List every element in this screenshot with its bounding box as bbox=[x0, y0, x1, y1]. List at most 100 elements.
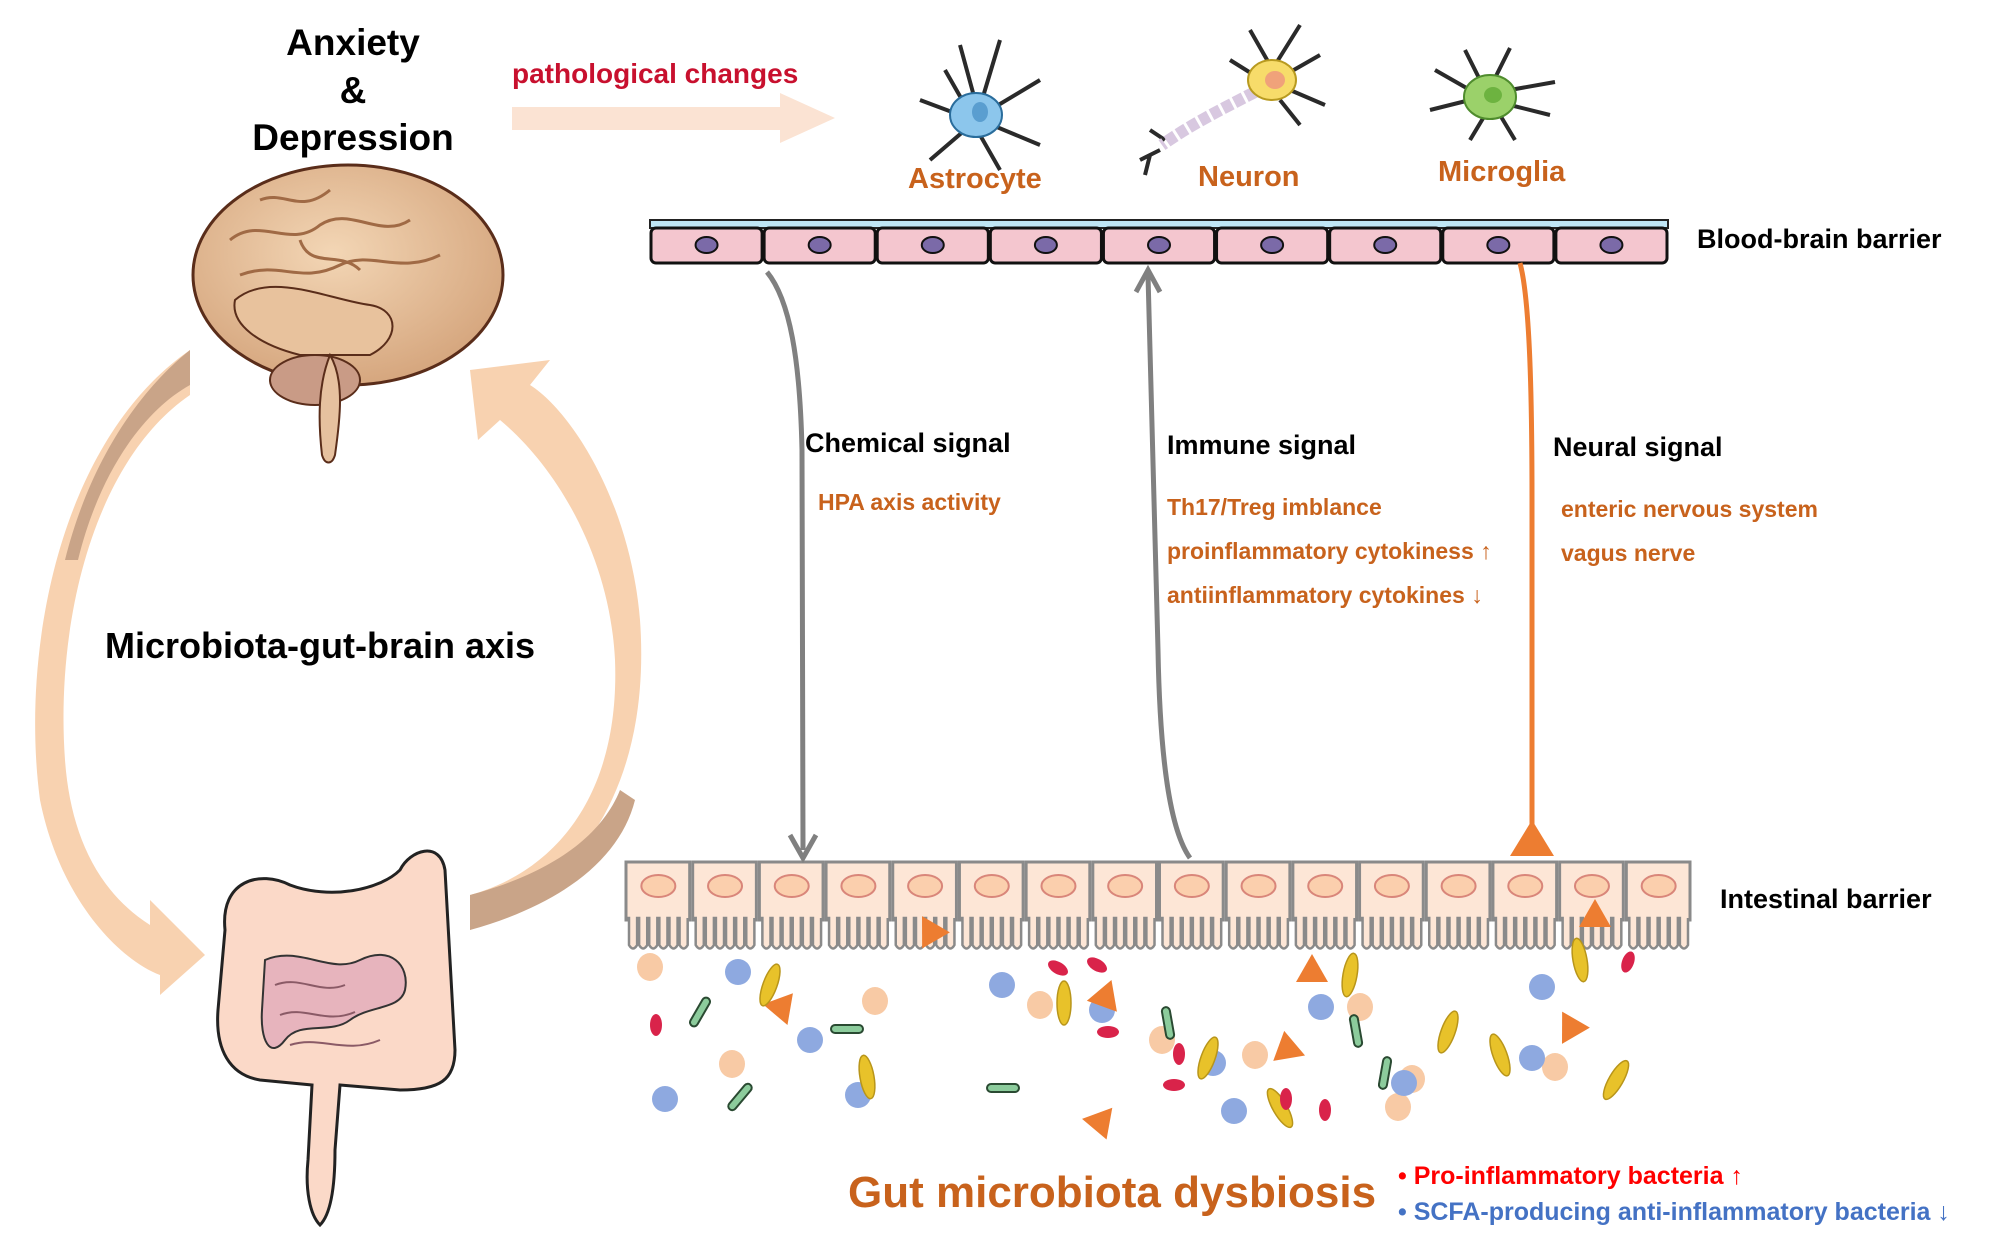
immune-signal-arrow bbox=[1133, 264, 1193, 860]
chemical-signal-heading: Chemical signal bbox=[805, 428, 1011, 458]
astrocyte-icon bbox=[919, 39, 1042, 171]
intestine-illustration bbox=[216, 849, 457, 1228]
green-bacterium bbox=[727, 1082, 753, 1112]
dysbiosis-label: Gut microbiota dysbiosis bbox=[848, 1168, 1377, 1217]
pathological-changes-arrow bbox=[512, 93, 835, 143]
immune-signal-heading: Immune signal bbox=[1167, 430, 1357, 460]
microvilli bbox=[1093, 916, 1156, 950]
microvilli bbox=[1227, 916, 1290, 950]
green-bacterium bbox=[1377, 1056, 1393, 1090]
bbb-cell-nucleus bbox=[1147, 236, 1171, 254]
microvilli bbox=[693, 916, 756, 950]
blue-microbe bbox=[1519, 1045, 1545, 1071]
yellow-bacterium bbox=[1197, 1036, 1219, 1080]
scfa-bullet: • SCFA-producing anti-inflammatory bacte… bbox=[1398, 1198, 1950, 1226]
blue-microbe bbox=[1391, 1070, 1417, 1096]
intestinal-cell-nucleus bbox=[707, 874, 744, 898]
yellow-bacterium bbox=[1602, 1059, 1630, 1101]
intestinal-cell-nucleus bbox=[1173, 874, 1210, 898]
bbb-cell-nucleus bbox=[807, 236, 832, 254]
intestinal-barrier bbox=[624, 860, 1692, 950]
orange-triangle-particle bbox=[1579, 899, 1611, 927]
blue-microbe bbox=[989, 972, 1015, 998]
microvilli bbox=[1293, 916, 1356, 950]
red-bacterium bbox=[1173, 1043, 1185, 1065]
intestinal-cell-nucleus bbox=[1640, 874, 1677, 898]
bbb-cell-nucleus bbox=[1599, 236, 1624, 254]
immune-signal-item: proinflammatory cytokiness ↑ bbox=[1167, 538, 1492, 564]
intestinal-cell-nucleus bbox=[1573, 874, 1610, 898]
microvilli bbox=[827, 916, 889, 950]
orange-triangle-particle bbox=[922, 916, 950, 949]
title-anxiety: Anxiety bbox=[286, 22, 420, 63]
neural-signal-item: enteric nervous system bbox=[1561, 496, 1818, 522]
blue-microbe bbox=[652, 1086, 678, 1112]
microvilli bbox=[1160, 916, 1223, 950]
blue-microbe bbox=[1529, 974, 1555, 1000]
bbb-cell-nucleus bbox=[1373, 236, 1398, 254]
peach-microbe bbox=[637, 953, 663, 981]
red-bacterium bbox=[1280, 1088, 1292, 1110]
microvilli bbox=[1493, 916, 1556, 950]
red-bacterium bbox=[1163, 1079, 1185, 1091]
microvilli bbox=[627, 916, 689, 950]
yellow-bacterium bbox=[1489, 1033, 1511, 1077]
title-ampersand: & bbox=[339, 70, 367, 111]
intestinal-cell-nucleus bbox=[973, 874, 1010, 898]
microglia-label: Microglia bbox=[1438, 156, 1566, 188]
microvilli bbox=[1427, 916, 1490, 950]
neural-signal-arrow bbox=[1510, 262, 1554, 856]
neural-signal-item: vagus nerve bbox=[1561, 540, 1696, 566]
orange-triangle-particle bbox=[1296, 954, 1328, 982]
yellow-bacterium bbox=[1341, 952, 1359, 998]
orange-triangle-particle bbox=[1562, 1011, 1590, 1044]
pro-inflammatory-bullet: • Pro-inflammatory bacteria ↑ bbox=[1398, 1162, 1743, 1190]
peach-microbe bbox=[719, 1050, 745, 1078]
blood-brain-barrier bbox=[649, 219, 1669, 265]
microvilli bbox=[760, 916, 823, 950]
intestinal-cell-nucleus bbox=[840, 874, 877, 898]
pathological-changes-label: pathological changes bbox=[512, 58, 799, 89]
red-bacterium bbox=[1621, 951, 1635, 973]
peach-microbe bbox=[862, 987, 888, 1015]
red-bacterium bbox=[1097, 1026, 1119, 1038]
orange-triangle-particle bbox=[1273, 1030, 1306, 1061]
intestinal-barrier-label: Intestinal barrier bbox=[1720, 884, 1932, 914]
yellow-bacterium bbox=[1437, 1010, 1459, 1054]
green-bacterium bbox=[1160, 1006, 1176, 1040]
yellow-bacterium bbox=[1266, 1087, 1294, 1129]
intestinal-cell-nucleus bbox=[773, 874, 810, 898]
intestinal-cell-nucleus bbox=[1440, 874, 1477, 898]
blue-microbe bbox=[1221, 1098, 1247, 1124]
intestinal-cell-nucleus bbox=[1240, 874, 1277, 898]
blue-microbe bbox=[797, 1027, 823, 1053]
red-bacterium bbox=[1087, 957, 1107, 973]
intestinal-cell-nucleus bbox=[640, 874, 677, 898]
orange-triangle-particle bbox=[1086, 979, 1117, 1012]
green-bacterium bbox=[830, 1024, 864, 1034]
axis-left-arrow bbox=[35, 350, 205, 995]
blood-brain-barrier-label: Blood-brain barrier bbox=[1697, 224, 1942, 254]
red-bacterium bbox=[650, 1014, 662, 1036]
bbb-cell-nucleus bbox=[1486, 236, 1511, 254]
peach-microbe bbox=[1027, 991, 1053, 1019]
peach-microbe bbox=[1385, 1093, 1411, 1121]
title-depression: Depression bbox=[252, 117, 454, 158]
yellow-bacterium bbox=[858, 1054, 876, 1100]
blue-microbe bbox=[1308, 994, 1334, 1020]
peach-microbe bbox=[1347, 993, 1373, 1021]
axis-right-arrow bbox=[65, 350, 642, 930]
axis-label: Microbiota-gut-brain axis bbox=[105, 625, 536, 666]
bbb-cell-nucleus bbox=[920, 236, 945, 254]
yellow-bacterium bbox=[1056, 980, 1072, 1026]
brain-illustration bbox=[191, 163, 505, 464]
bbb-cell-nucleus bbox=[1260, 236, 1285, 254]
yellow-bacterium bbox=[759, 963, 781, 1007]
peach-microbe bbox=[1242, 1041, 1268, 1069]
intestinal-cell-nucleus bbox=[1107, 874, 1144, 898]
immune-signal-item: antiinflammatory cytokines ↓ bbox=[1167, 582, 1483, 608]
peach-microbe bbox=[1542, 1053, 1568, 1081]
immune-signal-item: Th17/Treg imblance bbox=[1167, 494, 1382, 520]
microvilli bbox=[1360, 916, 1423, 950]
chemical-signal-arrow bbox=[765, 270, 819, 864]
